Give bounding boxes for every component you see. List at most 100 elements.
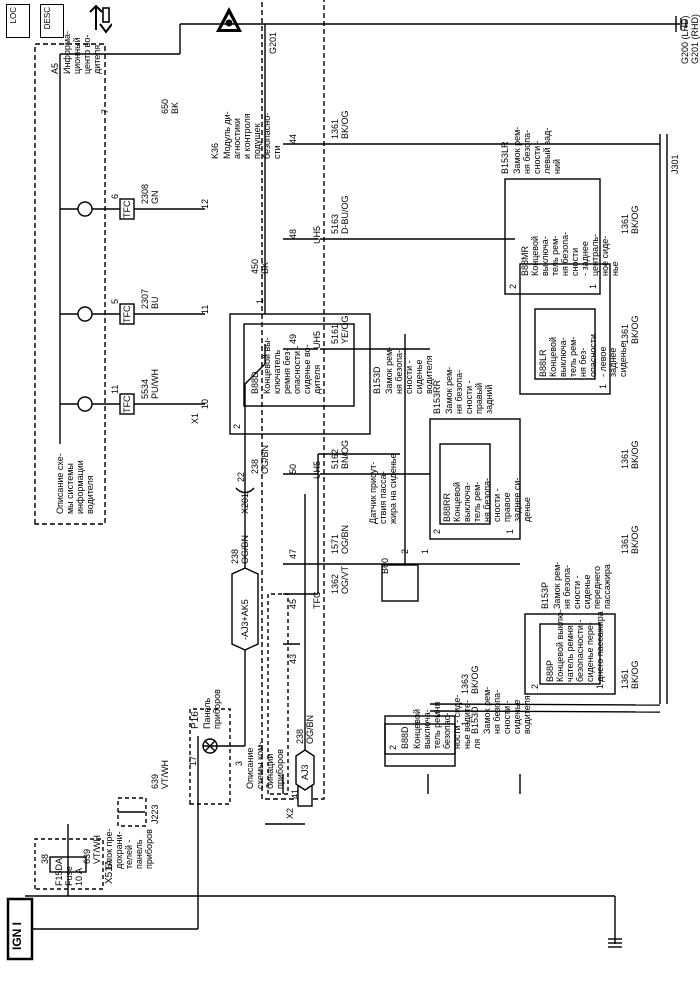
uh5-48: UH5 (312, 225, 322, 244)
wire-1363-pin: 1 (460, 720, 470, 726)
wire-1361p-color: BK/OG (630, 660, 640, 689)
loc-icon[interactable]: LOC (6, 4, 30, 38)
wire-1571-num: 1571 (330, 533, 340, 554)
b88d-low-ref: B88D (250, 371, 260, 394)
wire-1361-lr-num: 1361 (620, 323, 630, 344)
pin-50: 50 (288, 463, 298, 474)
wire-5163-color: D-BU/OG (340, 195, 350, 234)
b153d-low-ref: B153D (372, 366, 382, 394)
pin-48: 48 (288, 228, 298, 239)
wire-450-pin: 1 (255, 298, 265, 304)
b88p-pin-1: 1 (595, 683, 605, 689)
p16-pin-17: 17 (188, 755, 198, 766)
b88mr-desc: Концевой выключа- тель рем- ня безопа- с… (530, 231, 620, 276)
p16-note: Описание схемы ком- бинации приборов (245, 741, 285, 789)
lamp-2-color: BU (150, 296, 160, 309)
b88mr-pin-1: 1 (588, 283, 598, 289)
wire-238c-color: OG/BN (305, 714, 315, 744)
wire-639b-color: VT/WH (160, 760, 170, 789)
wire-5163-num: 5163 (330, 213, 340, 234)
lamp-3-pin: 6 (110, 193, 120, 199)
b153d-up-desc: Замок рем- ня безопа- сности - сиденье в… (482, 686, 532, 734)
wire-1571-color: OG/BN (340, 524, 350, 554)
wire-1361-60-color: BK/OG (630, 525, 640, 554)
wire-238b-num: 238 (250, 458, 260, 474)
b88lr-ref: B88LR (538, 349, 548, 377)
b153lr-ref: B153LR (500, 141, 510, 174)
pin-43: 43 (288, 653, 298, 664)
lamp-2-pin: 5 (110, 298, 120, 304)
wire-639a-color: VT/WH (92, 835, 102, 864)
wire-1361-rr-color: BK/OG (630, 440, 640, 469)
lamp-3-tfc: TFC (122, 200, 132, 219)
p16-ref: P16 (190, 711, 201, 729)
x51a-pin: 38 (40, 853, 50, 864)
lamp-3-color: GN (150, 190, 160, 205)
wire-1361-mr-color: BK/OG (630, 205, 640, 234)
wire-650-num: 650 (160, 98, 170, 114)
b60-pin-1: 1 (420, 548, 430, 554)
lamp-1-color: PU/WH (150, 369, 160, 399)
b88rr-desc: Концевой выключа- тель рем- ня безопа- с… (452, 477, 532, 522)
g201-label: G201 (268, 31, 278, 54)
lamp-2-num: 2307 (140, 288, 150, 309)
wire-238b-color: OG/BN (260, 444, 270, 474)
x1-pin-12: 12 (200, 198, 210, 209)
uh5-49: UH5 (312, 330, 322, 349)
wire-1361-rr-num: 1361 (620, 448, 630, 469)
x201-ref: X201 (240, 492, 250, 514)
a5-ref: A5 (50, 62, 60, 74)
k36-ref: K36 (210, 142, 220, 159)
a5-desc: Информа- ционный центр во- дителя (62, 30, 102, 74)
b88lr-desc: Концевой выключа- тель рем- ня без- опас… (548, 333, 628, 377)
pin-45: 45 (288, 598, 298, 609)
lamp-2-tfc: TFC (122, 305, 132, 324)
wire-5162-color: BN/OG (340, 439, 350, 469)
pin-44: 44 (288, 133, 298, 144)
wire-1361-mr-num: 1361 (620, 213, 630, 234)
b60-pin-2: 2 (400, 548, 410, 554)
b88rr-pin-1: 1 (505, 528, 515, 534)
b88mr-ref: B88MR (520, 245, 530, 276)
k36-desc: Модуль ди- агностики и контроля подушек … (222, 111, 282, 159)
pin-49: 49 (288, 333, 298, 344)
wire-639b-num: 639 (150, 773, 160, 789)
b153d-low-desc: Замок рем- ня безопа- сности - сиденье в… (384, 346, 434, 394)
p16-pin-3: 3 (234, 760, 244, 766)
wire-1362-color: OG/VT (340, 565, 350, 594)
b153p-desc: Замок рем- ня безопа- сности - сиденье п… (552, 561, 612, 609)
wire-238a-color: OG/BN (240, 534, 250, 564)
desc-icon[interactable]: DESC (40, 4, 64, 38)
wire-1362-num: 1362 (330, 573, 340, 594)
j223-label: J223 (150, 804, 160, 824)
wire-450-color: BK (260, 261, 270, 274)
a5-note: Описание схе- мы системы информации води… (55, 453, 95, 514)
tfc-45: TFC (312, 591, 322, 610)
lamp-1-pin: 11 (110, 384, 120, 394)
b88mr-pin-2: 2 (508, 283, 518, 289)
x51a-desc: Блок пре- дохрани- телей - панель прибор… (104, 828, 154, 869)
wire-5161-num: 5161 (330, 323, 340, 344)
pin-41: 41 (290, 788, 300, 799)
b153rr-desc: Замок рем- ня безопа- сности - правый за… (444, 366, 494, 414)
wire-650-color: BK (170, 101, 180, 114)
b88d-up-pin: 2 (388, 744, 398, 750)
b88d-low-pin: 2 (232, 423, 242, 429)
b88p-pin-2: 2 (530, 683, 540, 689)
aj3-label: AJ3 (300, 764, 310, 780)
b88lr-pin-1: 1 (598, 383, 608, 389)
p16-desc: Панель приборов (202, 689, 222, 729)
ign-label: IGN I (10, 921, 24, 950)
wire-1363-color: BK/OG (470, 665, 480, 694)
x1-pin-11: 11 (200, 304, 210, 314)
b60-ref: B60 (380, 557, 390, 574)
connector-swap-icon[interactable] (86, 4, 113, 34)
x201-pin: 22 (236, 471, 246, 482)
b88p-ref: B88P (545, 659, 555, 682)
wire-1361p-num: 1361 (620, 668, 630, 689)
wire-1361-60-num: 1361 (620, 533, 630, 554)
b153d-up-ref: B153D (470, 706, 480, 734)
x1-label: X1 (190, 412, 200, 424)
fuse-label: Fuse (64, 865, 74, 886)
